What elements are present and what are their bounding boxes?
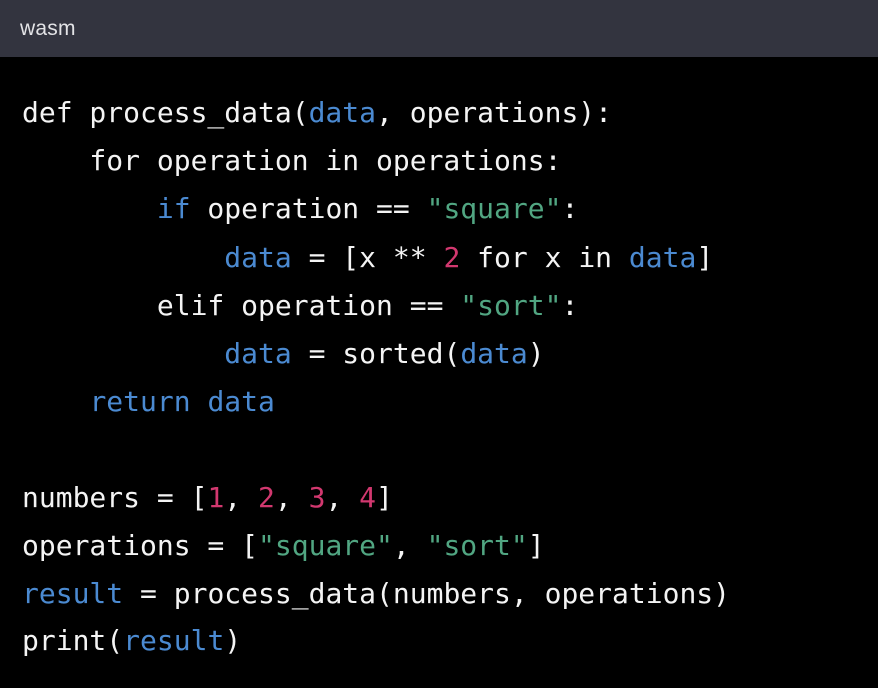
code-token-identifier: result [123, 624, 225, 657]
code-token-number: 3 [308, 481, 326, 514]
code-token-identifier: return data [89, 385, 275, 418]
code-token: , [392, 529, 427, 562]
code-token-identifier: data [224, 337, 292, 370]
code-token [22, 241, 224, 274]
language-label: wasm [20, 16, 76, 40]
code-token: : [561, 289, 579, 322]
code-token: , [325, 481, 360, 514]
code-token-identifier: result [22, 577, 124, 610]
code-token-number: 1 [207, 481, 225, 514]
code-line: if operation == "square": [22, 192, 578, 226]
code-token-string: "sort" [426, 529, 528, 562]
code-token-identifier: data [628, 241, 697, 274]
code-line: data = [x ** 2 for x in data] [22, 241, 713, 275]
code-line: print(result) [22, 624, 241, 658]
code-token: ] [376, 481, 393, 514]
code-line: data = sorted(data) [22, 337, 545, 371]
code-token: , [224, 481, 259, 514]
code-token-number: 4 [359, 481, 377, 514]
code-line: return data [22, 385, 275, 419]
code-token: = sorted( [291, 337, 461, 370]
code-token-identifier: data [224, 241, 292, 274]
code-token-number: 2 [258, 481, 275, 514]
code-token [22, 337, 224, 370]
code-token: = [x ** [291, 241, 444, 274]
code-token-string: "sort" [460, 289, 562, 322]
code-line: elif operation == "sort": [22, 289, 578, 323]
code-token: ) [527, 337, 545, 370]
code-token: , operations): [376, 96, 613, 129]
code-line: operations = ["square", "sort"] [22, 529, 545, 563]
code-token: ] [696, 241, 714, 274]
code-line: result = process_data(numbers, operation… [22, 577, 730, 611]
code-token: operation == [190, 192, 427, 225]
code-token: for x in [460, 241, 629, 274]
code-token-string: "square" [258, 529, 393, 562]
code-token: numbers = [ [22, 481, 208, 514]
code-token: : [561, 192, 579, 225]
code-token-string: "square" [426, 192, 562, 225]
code-line: def process_data(data, operations): [22, 96, 612, 130]
code-token [22, 192, 157, 225]
code-token: operations = [ [22, 529, 259, 562]
code-token: for operation in operations: [22, 144, 562, 177]
code-token-identifier: if [156, 192, 191, 225]
code-token: def process_data( [22, 96, 309, 129]
code-token: ] [527, 529, 545, 562]
code-token [22, 385, 89, 418]
code-token: ) [224, 624, 242, 657]
code-token: = process_data(numbers, operations) [123, 577, 731, 610]
code-block-header: wasm [0, 0, 878, 57]
code-line: for operation in operations: [22, 144, 561, 178]
code-token: print( [22, 624, 124, 657]
code-token-identifier: data [308, 96, 377, 129]
code-token-number: 2 [443, 241, 461, 274]
code-token-identifier: data [460, 337, 528, 370]
code-line: numbers = [1, 2, 3, 4] [22, 481, 393, 515]
code-token: , [274, 481, 309, 514]
code-token: elif operation == [22, 289, 461, 322]
